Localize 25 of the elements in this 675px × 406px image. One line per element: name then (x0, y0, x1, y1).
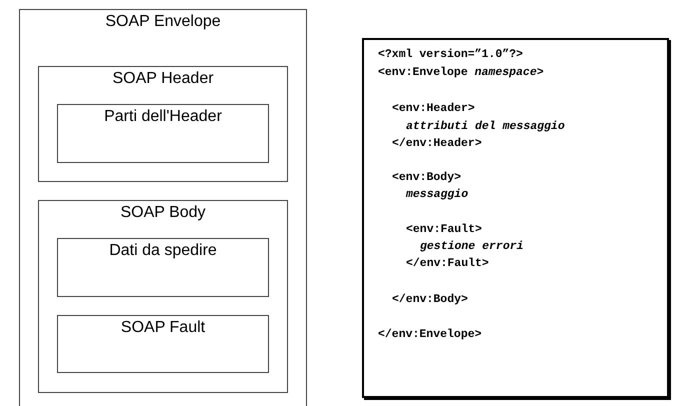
box (57, 238, 269, 297)
code-line: messaggio (406, 188, 468, 202)
code-line: <env:Fault> (406, 223, 482, 237)
code-line: <env:Body> (392, 171, 462, 185)
box (38, 66, 288, 182)
code-line: gestione errori (420, 240, 524, 254)
code-line: </env:Body> (392, 293, 468, 307)
box (19, 9, 307, 406)
box-label: Dati da spedire (108, 241, 218, 261)
box (57, 104, 269, 163)
box (38, 200, 288, 393)
code-line: <env:Header> (392, 102, 475, 116)
box-label: SOAP Envelope (104, 12, 222, 32)
box-label: SOAP Fault (120, 318, 206, 338)
code-line: </env:Fault> (406, 257, 489, 271)
code-line: <?xml version=”1.0”?> (378, 48, 523, 62)
code-line: attributi del messaggio (406, 120, 565, 134)
code-line: <env:Envelope namespace> (378, 66, 544, 80)
code-line: </env:Envelope> (378, 328, 482, 342)
box-label: SOAP Header (111, 69, 215, 89)
box-label: Parti dell'Header (103, 107, 223, 127)
box-label: SOAP Body (119, 203, 207, 223)
code-line: </env:Header> (392, 137, 482, 151)
box (57, 315, 269, 373)
code-panel (362, 38, 669, 398)
